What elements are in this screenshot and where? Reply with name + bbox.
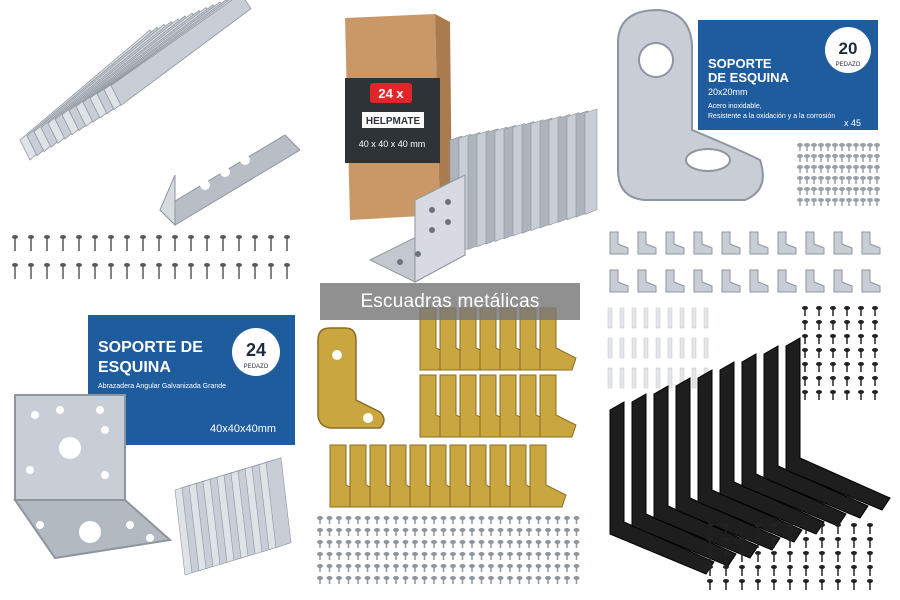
box-brackets-image: 24 x HELPMATE 40 x 40 x 40 mm (300, 0, 600, 300)
corner20-qty-number: 20 (839, 39, 858, 58)
box-brand: HELPMATE (366, 116, 421, 127)
corner20-title-line2: DE ESQUINA (708, 70, 790, 85)
corner20-image: SOPORTE DE ESQUINA 20x20mm Acero inoxida… (600, 0, 900, 300)
corner24-title-line1: SOPORTE DE (98, 339, 203, 356)
corner24-drawing: SOPORTE DE ESQUINA Abrazadera Angular Ga… (13, 315, 295, 576)
triangle-brackets-image (0, 0, 300, 300)
brass-brackets-drawing (317, 307, 580, 584)
corner24-subtitle: Abrazadera Angular Galvanizada Grande (98, 383, 226, 390)
corner20-drawing: SOPORTE DE ESQUINA 20x20mm Acero inoxida… (609, 8, 881, 293)
box-size: 40 x 40 x 40 mm (359, 139, 426, 149)
corner24-image: SOPORTE DE ESQUINA Abrazadera Angular Ga… (0, 300, 300, 600)
corner24-size: 40x40x40mm (210, 423, 276, 435)
black-brackets-image (600, 300, 900, 600)
triangle-brackets-drawing (12, 0, 300, 279)
black-brackets-drawing (607, 306, 891, 590)
corner20-desc-line1: Acero inoxidable, (708, 103, 762, 110)
collage-caption: Escuadras metálicas (320, 283, 580, 320)
brass-brackets-image (300, 300, 600, 600)
corner20-qty-label: PEDAZO (836, 62, 861, 68)
corner20-size: 20x20mm (708, 87, 748, 97)
corner24-qty-label: PEDAZO (244, 364, 269, 370)
box-count: 24 x (378, 86, 404, 101)
corner24-title-line2: ESQUINA (98, 359, 171, 376)
corner24-qty-number: 24 (246, 340, 266, 360)
corner20-title-line1: SOPORTE (708, 56, 772, 71)
box-brackets-drawing: 24 x HELPMATE 40 x 40 x 40 mm (345, 14, 598, 283)
corner20-desc-line2: Resistente a la oxidación y a la corrosi… (708, 113, 835, 120)
corner20-screws: x 45 (844, 118, 861, 128)
